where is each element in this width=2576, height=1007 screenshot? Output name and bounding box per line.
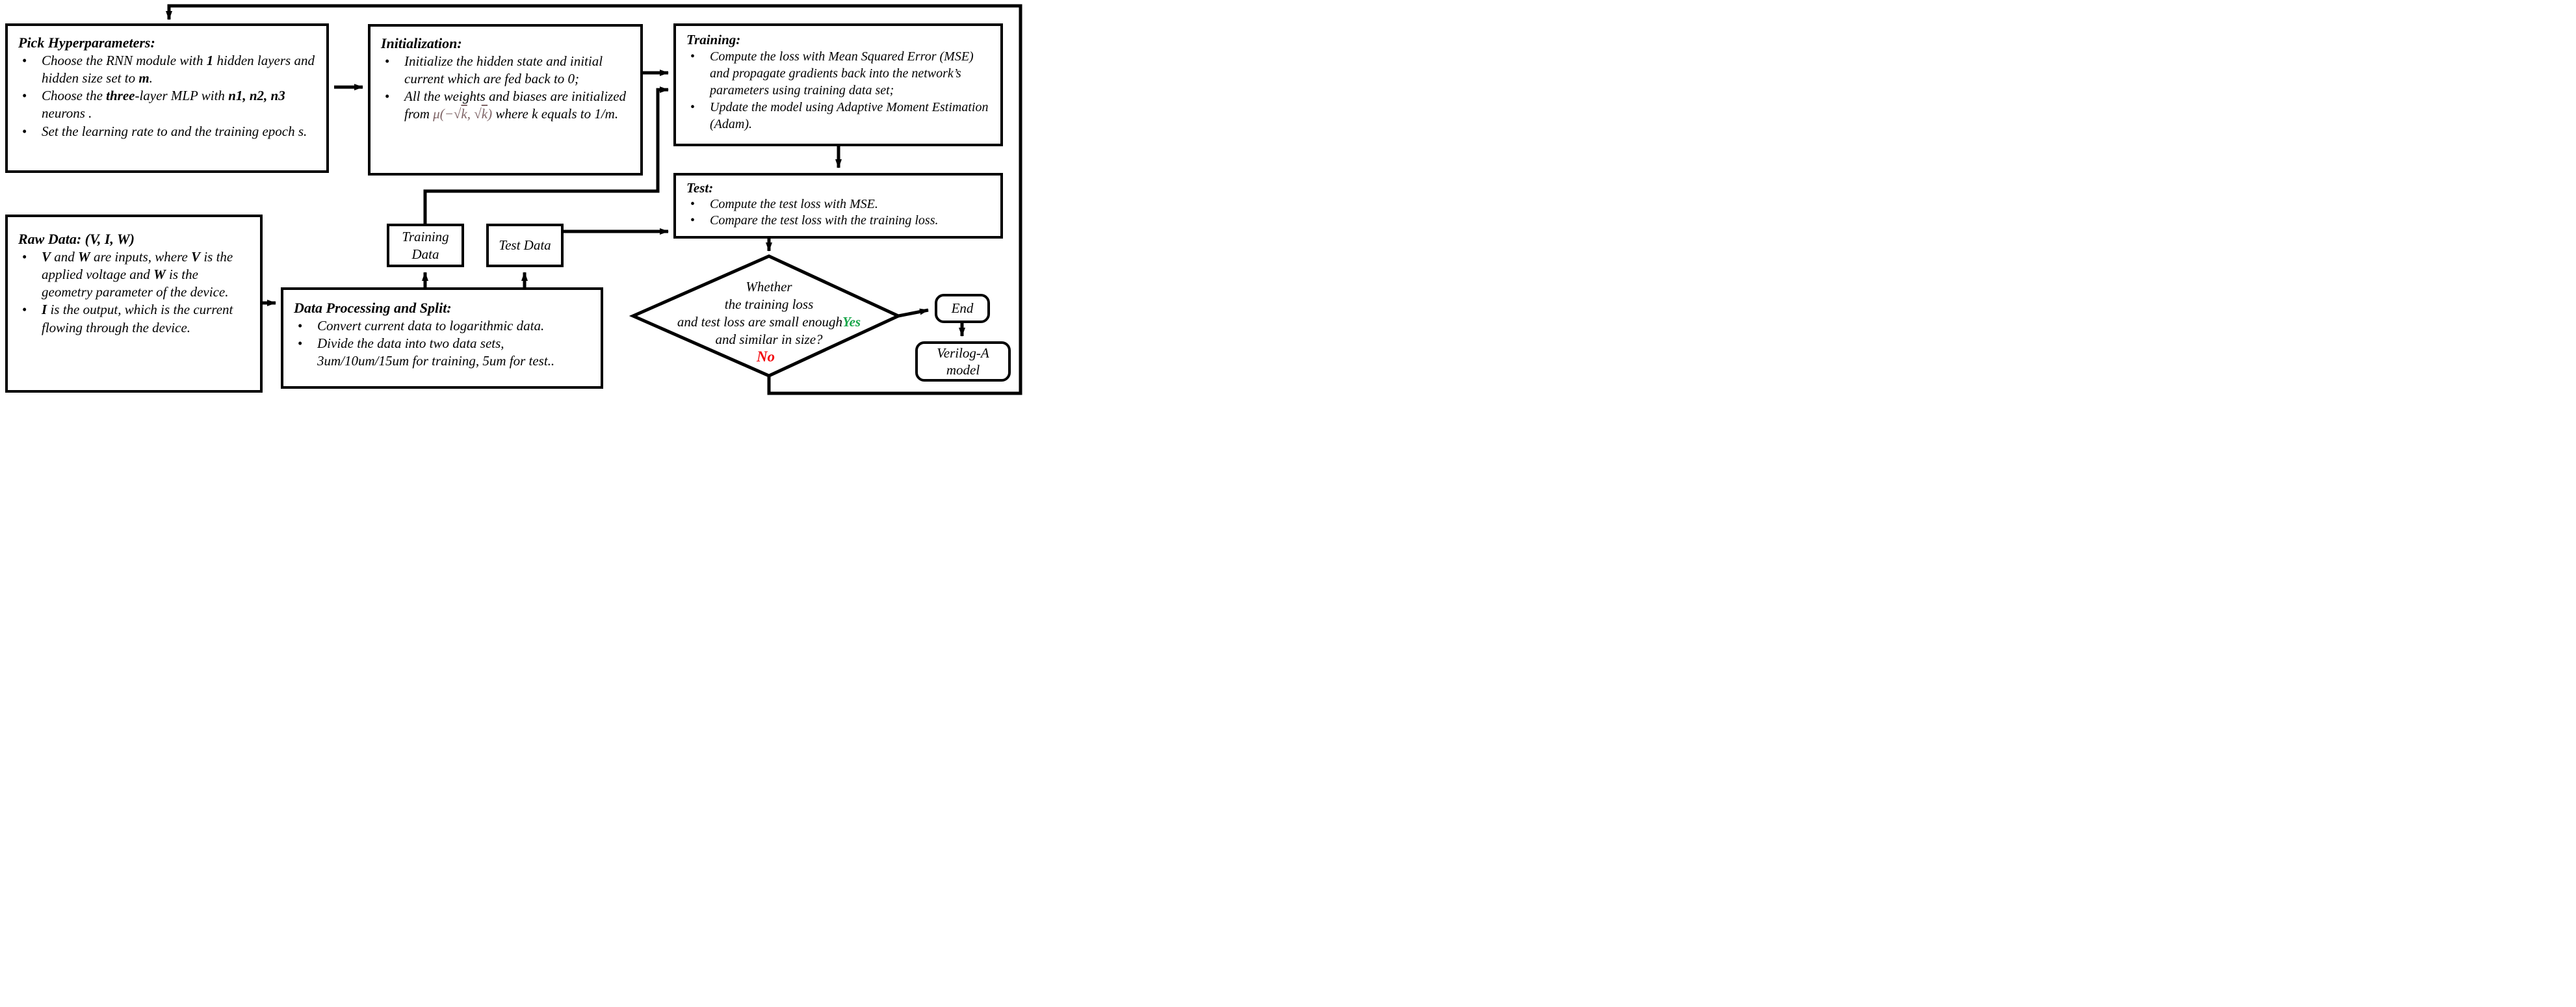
decision-line: Whether [746, 279, 792, 294]
training-data-label: Training Data [402, 229, 449, 262]
bullet-icon: • [690, 49, 696, 64]
test-title: Test: [686, 180, 714, 196]
training-box: Training: • Compute the loss with Mean S… [673, 23, 1003, 146]
decision-line: and test loss are small enoughYes [677, 313, 861, 330]
decision-no-label: No [756, 348, 775, 365]
raw-data-bullet-2: • I is the output, which is the current … [18, 301, 250, 337]
training-data-box: Training Data [387, 224, 464, 267]
test-box: Test: • Compute the test loss with MSE. … [673, 173, 1003, 239]
bullet-icon: • [22, 88, 27, 104]
bullet-icon: • [690, 213, 696, 228]
test-data-box: Test Data [486, 224, 564, 267]
arrow-decision-to-end [898, 308, 929, 318]
feedback-no-path [166, 4, 1022, 395]
end-label: End [951, 300, 974, 317]
raw-data-box: Raw Data: (V, I, W) • V and W are inputs… [5, 215, 263, 393]
decision-text: Whether the training loss and test loss … [639, 278, 899, 348]
init-bullet-2: • All the weights and biases are initial… [381, 88, 630, 124]
training-bullet-2: • Update the model using Adaptive Moment… [686, 99, 990, 133]
data-processing-title: Data Processing and Split: [294, 300, 452, 316]
pick-bullet-2: • Choose the three-layer MLP with n1, n2… [18, 87, 316, 123]
bullet-icon: • [690, 100, 696, 115]
data-processing-box: Data Processing and Split: • Convert cur… [281, 287, 603, 389]
bullet-icon: • [22, 123, 27, 139]
connector-layer [166, 4, 1022, 395]
raw-data-bullet-1: • V and W are inputs, where V is the app… [18, 248, 250, 302]
pick-title: Pick Hyperparameters: [18, 34, 155, 51]
test-data-label: Test Data [499, 237, 551, 254]
bullet-icon: • [22, 248, 27, 265]
verilog-a-model-box: Verilog-A model [915, 341, 1011, 382]
decision-diamond [629, 254, 902, 378]
verilog-a-model-label: Verilog-A model [937, 345, 989, 378]
training-bullet-1: • Compute the loss with Mean Squared Err… [686, 48, 990, 99]
raw-data-title: Raw Data: (V, I, W) [18, 231, 135, 247]
bullet-icon: • [298, 317, 303, 333]
bullet-icon: • [22, 302, 27, 318]
init-bullet-1: • Initialize the hidden state and initia… [381, 53, 630, 88]
initialization-box: Initialization: • Initialize the hidden … [368, 24, 643, 176]
pick-hyperparameters-box: Pick Hyperparameters: • Choose the RNN m… [5, 23, 329, 173]
decision-line: the training loss [724, 296, 814, 312]
test-bullet-2: • Compare the test loss with the trainin… [686, 213, 990, 229]
flowchart-canvas: Pick Hyperparameters: • Choose the RNN m… [0, 0, 1030, 403]
bullet-icon: • [22, 52, 27, 68]
bullet-icon: • [298, 335, 303, 351]
end-box: End [935, 294, 990, 323]
bullet-icon: • [385, 88, 390, 105]
pick-bullet-1: • Choose the RNN module with 1 hidden la… [18, 52, 316, 88]
pick-bullet-3: • Set the learning rate to and the train… [18, 123, 316, 140]
data-processing-bullet-1: • Convert current data to logarithmic da… [294, 317, 590, 335]
training-title: Training: [686, 32, 741, 47]
init-title: Initialization: [381, 35, 462, 51]
data-processing-bullet-2: • Divide the data into two data sets, 3u… [294, 335, 590, 371]
arrow-trainingdata-to-training [423, 86, 669, 224]
decision-line: and similar in size? [715, 331, 823, 347]
bullet-icon: • [385, 53, 390, 69]
bullet-icon: • [690, 197, 696, 212]
test-bullet-1: • Compute the test loss with MSE. [686, 196, 990, 213]
